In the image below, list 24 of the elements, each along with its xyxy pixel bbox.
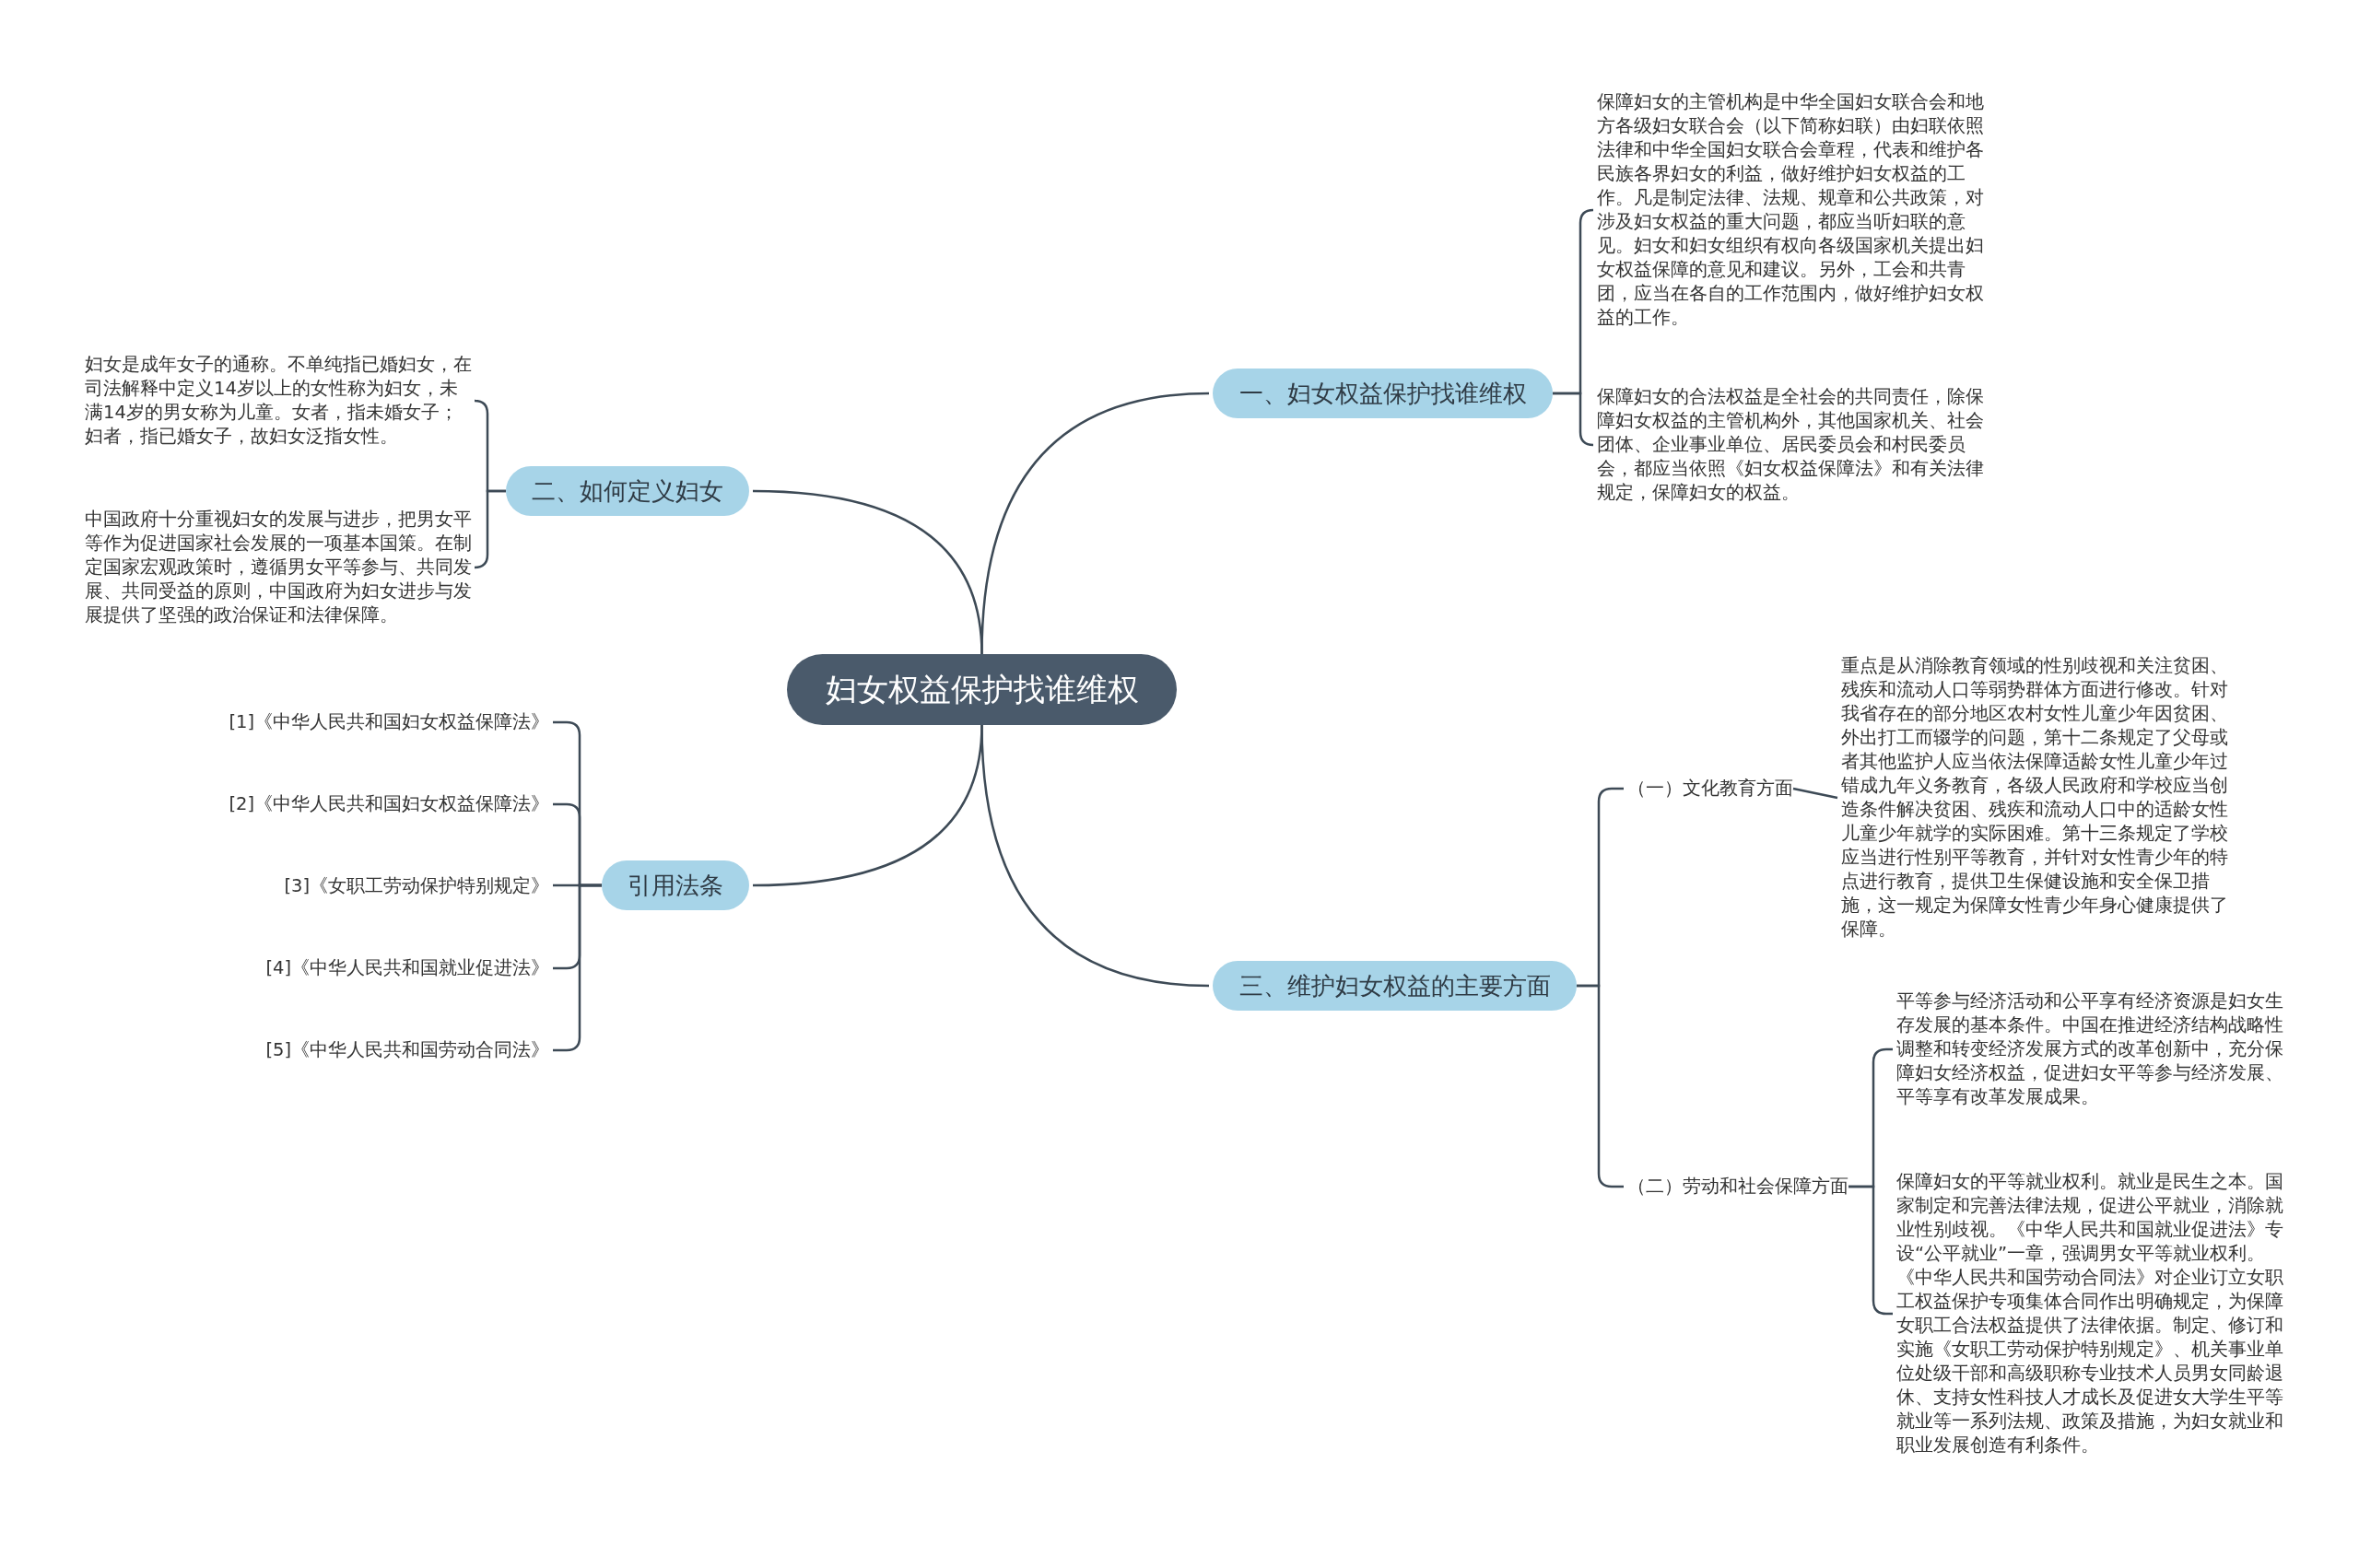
subtopic-label: （一）文化教育方面 [1627, 776, 1793, 802]
connector [752, 489, 983, 655]
subtopic-label: [3]《女职工劳动保护特别规定》 [181, 873, 549, 899]
note-text: 中国政府十分重视妇女的发展与进步，把男女平等作为促进国家社会发展的一项基本国策。在制定国家宏观政策时，遵循男女平等参与、共同发展、共同受益的原则，中国政府为妇女进步与发展提供了坚强的政治保证和法律保障。 [85, 508, 472, 627]
topic-pill: 一、妇女权益保护找谁维权 [1213, 369, 1553, 418]
connector [473, 489, 506, 569]
connector [1553, 392, 1595, 447]
note-text: 平等参与经济活动和公平享有经济资源是妇女生存发展的基本条件。中国在推进经济结构战略性调整和转变经济发展方式的改革创新中，充分保障妇女经济权益，促进妇女平等参与经济发展、平等享有改革发展成果。 [1896, 989, 2283, 1109]
connector [1792, 787, 1838, 800]
note-text: 保障妇女的合法权益是全社会的共同责任，除保障妇女权益的主管机构外，其他国家机关、社会团体、企业事业单位、居民委员会和村民委员会，都应当依照《妇女权益保障法》和有关法律规定，保障妇女的权益。 [1597, 385, 1984, 505]
subtopic-label: [1]《中华人民共和国妇女权益保障法》 [181, 709, 549, 735]
note-text: 保障妇女的平等就业权利。就业是民生之本。国家制定和完善法律法规，促进公平就业，消除就业性别歧视。《中华人民共和国就业促进法》专设“公平就业”一章，强调男女平等就业权利。《中华人民共和国劳动合同法》对企业订立女职工权益保护专项集体合同作出明确规定，为保障女职工合法权益提供了法律依据。制定、修订和实施《女职工劳动保护特别规定》、机关事业单位处级干部和高级职称专业技术人员男女同龄退休、支持女性科技人才成长及促进女大学生平等就业等一系列法规、政策及措施，为妇女就业和职业发展创造有利条件。 [1896, 1170, 2283, 1457]
subtopic-label: [5]《中华人民共和国劳动合同法》 [181, 1037, 549, 1063]
subtopic-label: （二）劳动和社会保障方面 [1627, 1174, 1848, 1199]
note-text: 保障妇女的主管机构是中华全国妇女联合会和地方各级妇女联合会（以下简称妇联）由妇联依照法律和中华全国妇女联合会章程，代表和维护各民族各界妇女的利益，做好维护妇女权益的工作。凡是制定法律、法规、规章和公共政策，对涉及妇女权益的重大问题，都应当听妇联的意见。妇女和妇女组织有权向各级国家机关提出妇女权益保障的意见和建议。另外，工会和共青团，应当在各自的工作范围内，做好维护妇女权益的工作。 [1597, 90, 1984, 330]
topic-pill: 二、如何定义妇女 [506, 466, 749, 516]
note-text: 重点是从消除教育领域的性别歧视和关注贫困、残疾和流动人口等弱势群体方面进行修改。针对我省存在的部分地区农村女性儿童少年因贫困、外出打工而辍学的问题，第十二条规定了父母或者其他监护人应当依法保障适龄女性儿童少年过错成九年义务教育，各级人民政府和学校应当创造条件解决贫困、残疾和流动人口中的适龄女性儿童少年就学的实际困难。第十三条规定了学校应当进行性别平等教育，并针对女性青少年的特点进行教育，提供卫生保健设施和安全保卫措施，这一规定为保障女性青少年身心健康提供了保障。 [1841, 654, 2228, 942]
topic-pill: 三、维护妇女权益的主要方面 [1213, 961, 1577, 1011]
subtopic-label: [2]《中华人民共和国妇女权益保障法》 [181, 791, 549, 817]
note-text: 妇女是成年女子的通称。不单纯指已婚妇女，在司法解释中定义14岁以上的女性称为妇女，未满14岁的男女称为儿童。女者，指未婚女子；妇者，指已婚女子，故妇女泛指女性。 [85, 353, 472, 449]
central-topic: 妇女权益保护找谁维权 [787, 654, 1177, 725]
subtopic-label: [4]《中华人民共和国就业促进法》 [181, 955, 549, 981]
topic-pill: 引用法条 [602, 860, 749, 910]
connector [980, 724, 1210, 988]
